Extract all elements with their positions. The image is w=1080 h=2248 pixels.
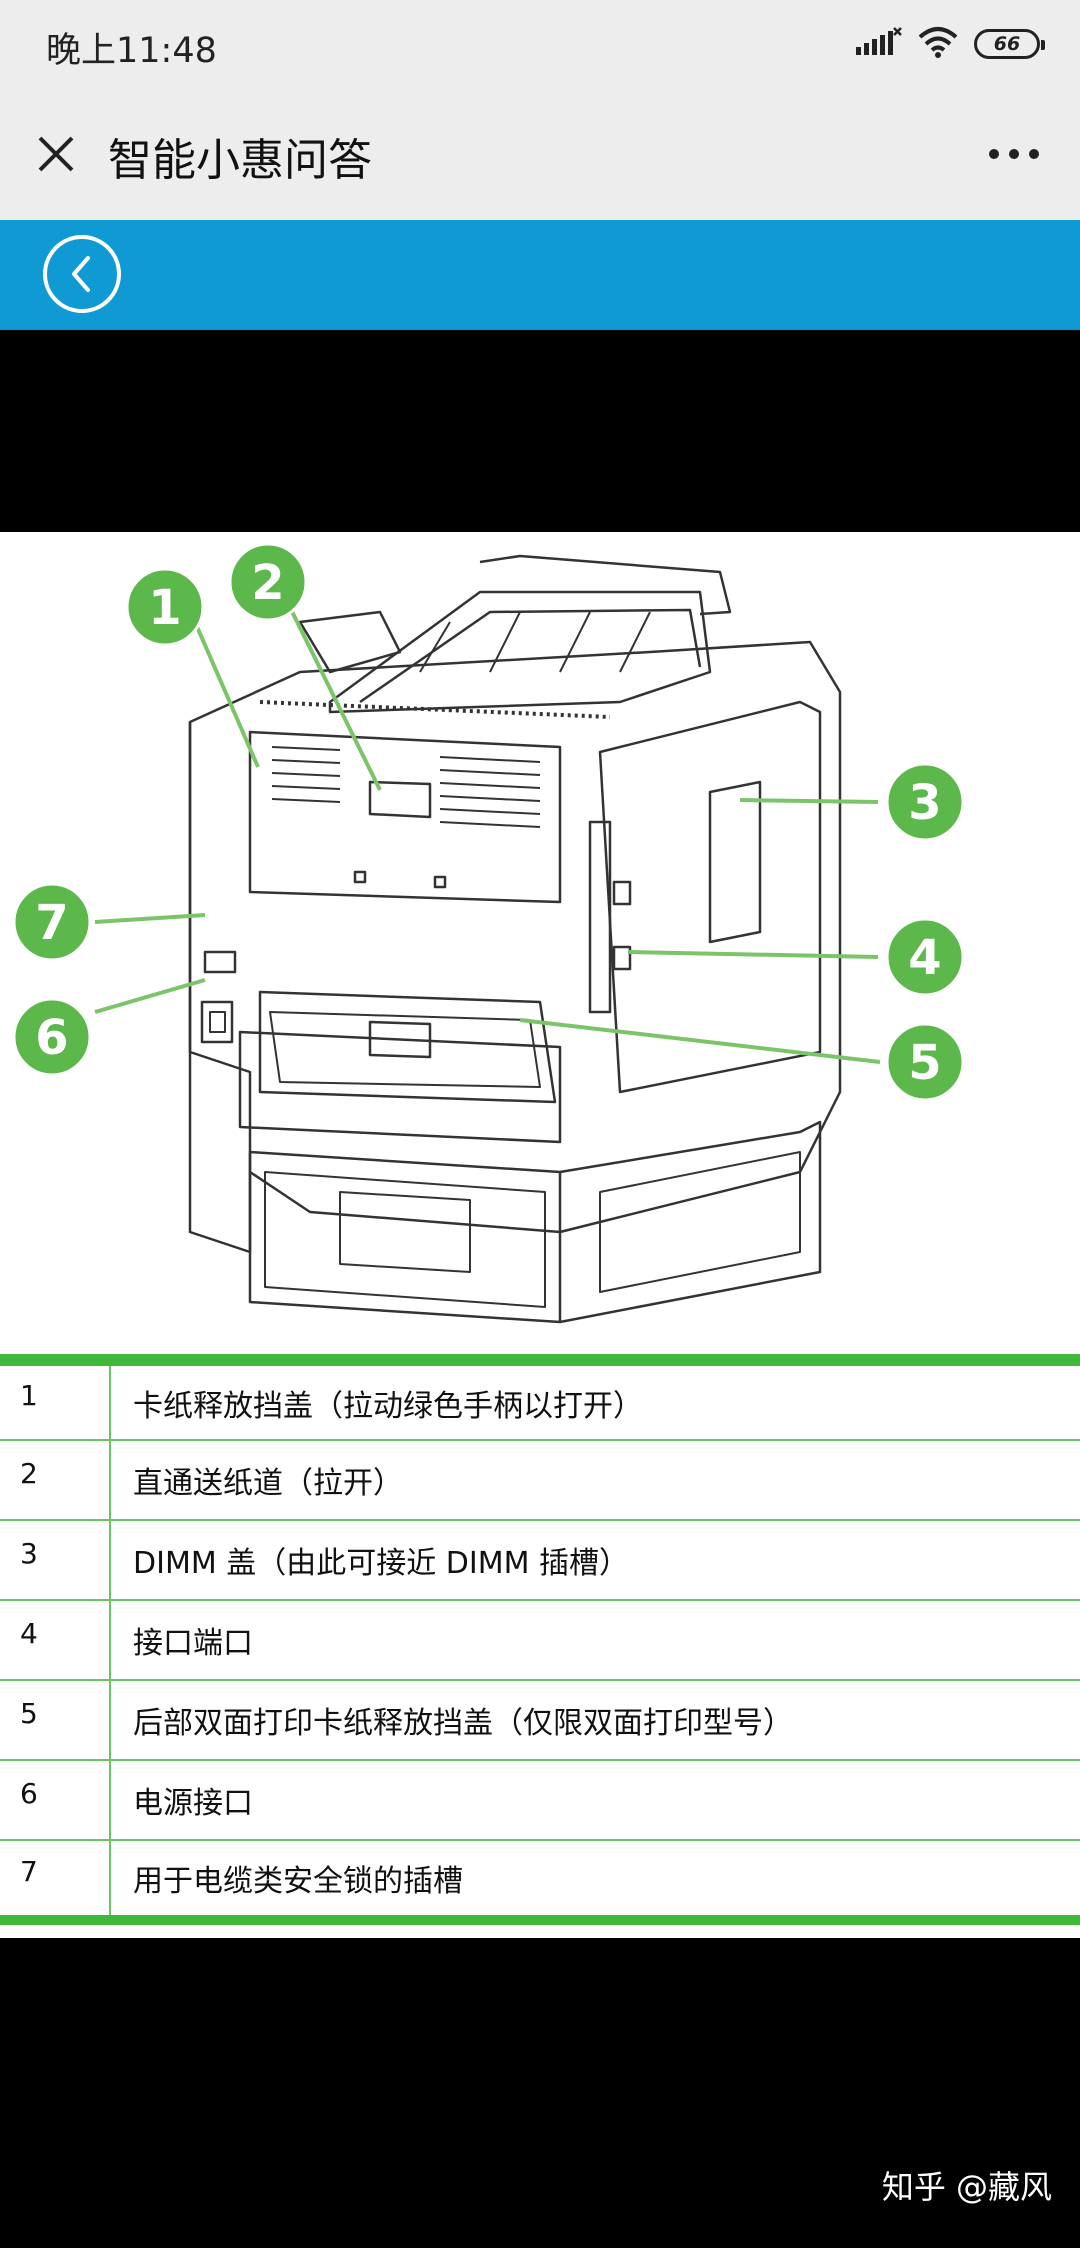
part-number: 7	[0, 1839, 111, 1921]
callout-6	[12, 997, 92, 1077]
callout-label-2: 2	[251, 555, 284, 611]
part-description: 后部双面打印卡纸释放挡盖（仅限双面打印型号）	[109, 1679, 1080, 1761]
callout-1	[125, 567, 205, 647]
watermark: 知乎 @藏风	[881, 2168, 1052, 2206]
part-description: DIMM 盖（由此可接近 DIMM 插槽）	[109, 1519, 1080, 1601]
part-description: 卡纸释放挡盖（拉动绿色手柄以打开）	[109, 1360, 1080, 1441]
callout-label-7: 7	[35, 895, 68, 951]
nav-bar	[0, 220, 1080, 330]
back-button[interactable]	[43, 235, 121, 313]
callout-3	[885, 762, 965, 842]
callout-label-3: 3	[908, 775, 941, 831]
part-number: 4	[0, 1599, 111, 1681]
part-number: 1	[0, 1360, 111, 1441]
part-description: 电源接口	[109, 1759, 1080, 1841]
battery-icon: 66	[974, 29, 1045, 59]
wifi-icon	[918, 26, 958, 62]
top-black-band	[0, 330, 1080, 532]
printer-rear-illustration: 1 2 3 4 5 7 6	[12, 542, 965, 1324]
more-button[interactable]	[978, 128, 1050, 180]
part-number: 3	[0, 1519, 111, 1601]
callout-label-5: 5	[908, 1035, 941, 1091]
title-bar: 智能小惠问答	[0, 88, 1080, 220]
signal-icon	[856, 27, 902, 61]
callout-7	[12, 882, 92, 962]
callout-5	[885, 1022, 965, 1102]
callout-4	[885, 917, 965, 997]
page-title: 智能小惠问答	[108, 135, 372, 186]
status-icons: 66	[856, 22, 1045, 66]
part-number: 6	[0, 1759, 111, 1841]
status-time: 晚上11:48	[46, 31, 217, 71]
callout-label-1: 1	[148, 580, 181, 636]
part-number: 2	[0, 1439, 111, 1521]
part-description: 接口端口	[109, 1599, 1080, 1681]
callout-label-4: 4	[908, 930, 941, 986]
part-description: 用于电缆类安全锁的插槽	[109, 1839, 1080, 1921]
part-number: 5	[0, 1679, 111, 1761]
back-icon	[72, 256, 90, 292]
close-icon	[38, 136, 74, 172]
callout-label-6: 6	[35, 1010, 68, 1066]
status-bar: 晚上11:48 66	[0, 0, 1080, 88]
more-icon	[989, 149, 1039, 159]
callout-2	[228, 542, 308, 622]
close-button[interactable]	[28, 126, 84, 182]
part-description: 直通送纸道（拉开）	[109, 1439, 1080, 1521]
